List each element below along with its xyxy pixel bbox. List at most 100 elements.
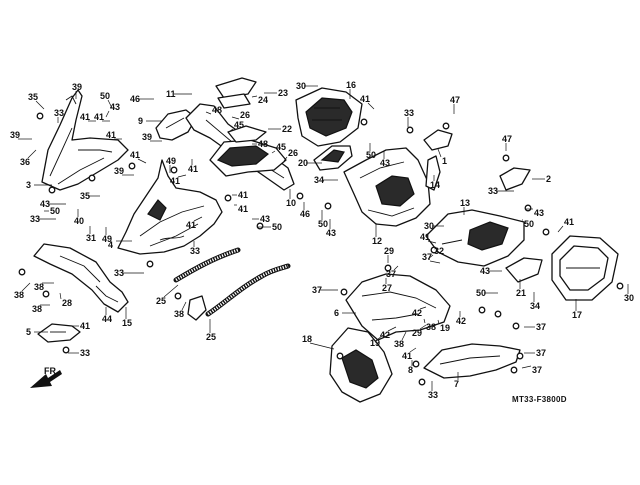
callout-c45a: 45 <box>229 120 244 132</box>
part-clip-38[interactable] <box>187 295 207 321</box>
callout-label: 38 <box>426 322 436 332</box>
callout-label: 41 <box>188 164 198 174</box>
callout-leader-line <box>105 110 110 118</box>
callout-leader-line <box>231 116 240 120</box>
callout-c42c: 42 <box>456 311 466 326</box>
callout-label: 30 <box>296 81 306 91</box>
callout-label: 45 <box>234 120 244 130</box>
callout-c16: 16 <box>346 80 356 99</box>
callout-c18: 18 <box>302 334 335 350</box>
callout-label: 27 <box>382 283 392 293</box>
part-upper-cowl-stay-left[interactable] <box>41 89 129 191</box>
callout-leader-line <box>427 240 437 244</box>
callout-c38d: 38 <box>174 301 187 319</box>
callout-leader-line <box>35 100 45 110</box>
part-bracket-14[interactable] <box>425 155 441 191</box>
callout-label: 43 <box>260 214 270 224</box>
part-bracket-21[interactable] <box>505 257 543 283</box>
callout-label: 37 <box>536 322 546 332</box>
callout-label: 29 <box>384 246 394 256</box>
part-inner-cover-13[interactable] <box>425 209 525 267</box>
callout-c13: 13 <box>460 198 470 215</box>
callout-label: 37 <box>536 348 546 358</box>
callout-label: 13 <box>460 198 470 208</box>
callout-c1: 1 <box>437 148 447 166</box>
callout-c14: 14 <box>430 175 440 190</box>
callout-c33g: 33 <box>68 348 90 358</box>
callout-label: 31 <box>86 233 96 243</box>
callout-label: 33 <box>190 246 200 256</box>
callout-label: 40 <box>74 216 84 226</box>
callout-c30c: 30 <box>624 284 634 303</box>
callout-c21: 21 <box>516 279 526 298</box>
callout-c29b: 29 <box>412 324 427 338</box>
part-bracket-22[interactable] <box>227 125 267 143</box>
callout-leader-line <box>181 301 187 311</box>
callout-label: 33 <box>80 348 90 358</box>
part-stay-2[interactable] <box>499 167 531 191</box>
callout-label: 46 <box>130 94 140 104</box>
callout-c33e: 33 <box>404 108 414 127</box>
callout-c20: 20 <box>298 158 322 168</box>
callout-c22: 22 <box>268 124 292 134</box>
callout-c33c: 33 <box>114 268 144 278</box>
callout-c50d: 50 <box>318 210 328 229</box>
callout-leader-line <box>229 128 234 132</box>
callout-label: 50 <box>524 219 534 229</box>
callout-c41h: 41 <box>232 190 248 200</box>
callout-label: 41 <box>130 150 140 160</box>
callout-label: 29 <box>412 328 422 338</box>
front-direction-arrow-icon: FR. <box>30 366 62 388</box>
part-front-cowl[interactable] <box>117 159 223 255</box>
callout-c32: 32 <box>427 246 444 260</box>
callout-label: 42 <box>412 308 422 318</box>
part-middle-cowl-12[interactable] <box>343 147 431 227</box>
callout-c49b: 49 <box>102 227 112 244</box>
callout-c2: 2 <box>532 174 551 184</box>
callout-label: 50 <box>366 150 376 160</box>
callout-label: 36 <box>20 157 30 167</box>
callout-label: 50 <box>50 206 60 216</box>
callout-label: 45 <box>276 142 286 152</box>
callout-label: 23 <box>278 88 288 98</box>
callout-label: 37 <box>532 365 542 375</box>
callout-label: 46 <box>300 209 310 219</box>
part-bracket-1[interactable] <box>423 129 453 151</box>
callout-label: 24 <box>258 95 268 105</box>
part-hose-25-upper[interactable] <box>173 247 241 283</box>
callout-c35b: 35 <box>80 191 100 201</box>
callout-label: 33 <box>488 186 498 196</box>
callout-leader-line <box>419 324 427 330</box>
callout-label: 15 <box>122 318 132 328</box>
callout-label: 30 <box>424 221 434 231</box>
part-under-cover-7[interactable] <box>423 343 521 379</box>
callout-label: 41 <box>238 190 248 200</box>
part-side-cover-left-lower[interactable] <box>33 243 129 313</box>
callout-label: 41 <box>564 217 574 227</box>
part-inner-fairing-16[interactable] <box>295 87 363 147</box>
callout-label: 34 <box>314 175 324 185</box>
callout-c41d: 41 <box>130 150 147 164</box>
callout-label: 41 <box>420 232 430 242</box>
part-under-cowl-18[interactable] <box>329 327 393 403</box>
callout-leader-line <box>427 254 434 260</box>
callout-label: 43 <box>326 228 336 238</box>
part-visor-top[interactable] <box>215 77 257 109</box>
callout-leader-line <box>205 111 212 115</box>
callout-c28: 28 <box>59 292 72 308</box>
callout-c48b: 48 <box>252 139 268 149</box>
callout-c50f: 50 <box>476 288 498 298</box>
part-lower-cowl-6[interactable] <box>345 273 451 341</box>
part-vent-cover-20[interactable] <box>313 145 353 171</box>
callout-c42b: 42 <box>412 306 427 318</box>
part-meter-panel-20[interactable] <box>209 139 287 177</box>
part-bracket-plate[interactable] <box>37 323 81 343</box>
callout-c38a: 38 <box>14 282 31 300</box>
callout-leader-line <box>437 319 440 325</box>
callout-label: 33 <box>30 214 40 224</box>
part-grille-17[interactable] <box>551 235 619 301</box>
part-hose-25-lower[interactable] <box>205 263 291 317</box>
callout-label: 41 <box>94 112 104 122</box>
callout-label: 37 <box>386 269 396 279</box>
